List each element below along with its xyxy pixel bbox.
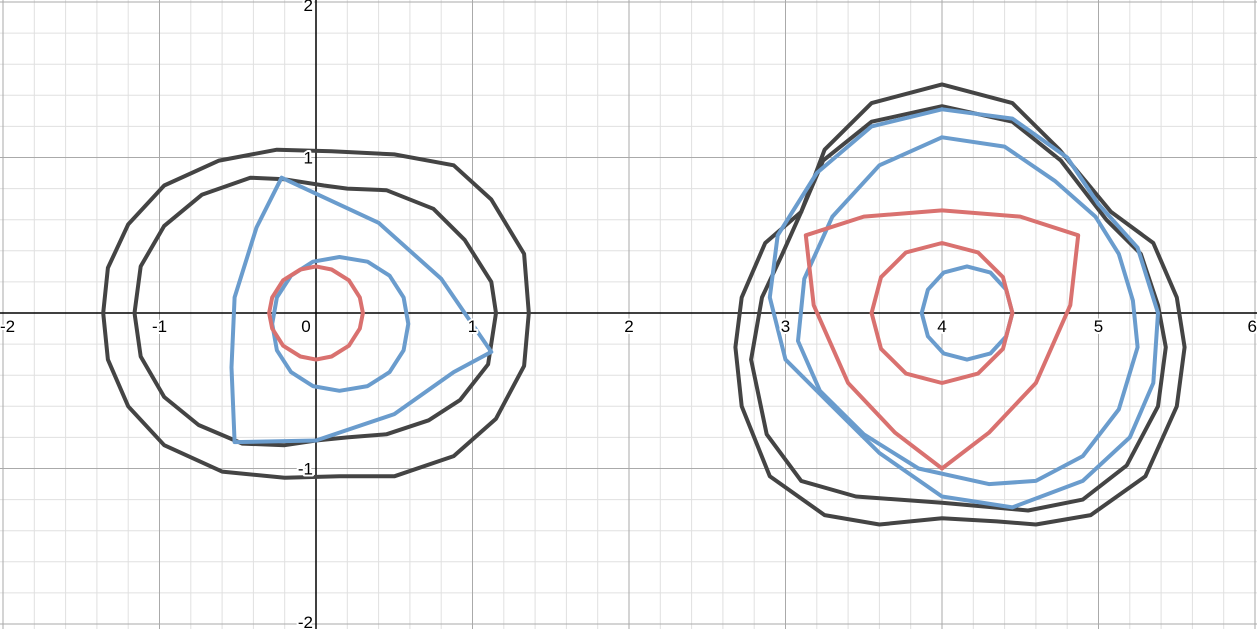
- x-tick-label: -2: [0, 317, 15, 336]
- curve-blue-3: [229, 175, 494, 445]
- curve-black-6: [733, 82, 1187, 527]
- curve-blue-8: [767, 107, 1160, 510]
- curve-red-11: [803, 208, 1081, 471]
- curve-red-5: [267, 264, 365, 362]
- y-tick-label: -2: [298, 613, 313, 629]
- x-tick-label: 6: [1248, 317, 1257, 336]
- y-tick-label: -1: [298, 460, 313, 479]
- curve-blue-10: [919, 264, 1015, 362]
- x-tick-label: 4: [937, 317, 946, 336]
- curve-black-1: [101, 147, 531, 480]
- y-tick-label: 2: [304, 0, 313, 15]
- x-tick-label: 1: [468, 317, 477, 336]
- y-tick-label: 1: [304, 149, 313, 168]
- x-tick-label: 5: [1094, 317, 1103, 336]
- x-tick-label: 3: [781, 317, 790, 336]
- plotted-curves: [101, 82, 1187, 527]
- curve-blue-9: [796, 135, 1140, 487]
- curve-red-12: [869, 241, 1015, 385]
- x-tick-label: -1: [152, 317, 167, 336]
- x-tick-label: 2: [624, 317, 633, 336]
- x-tick-label: 0: [301, 317, 310, 336]
